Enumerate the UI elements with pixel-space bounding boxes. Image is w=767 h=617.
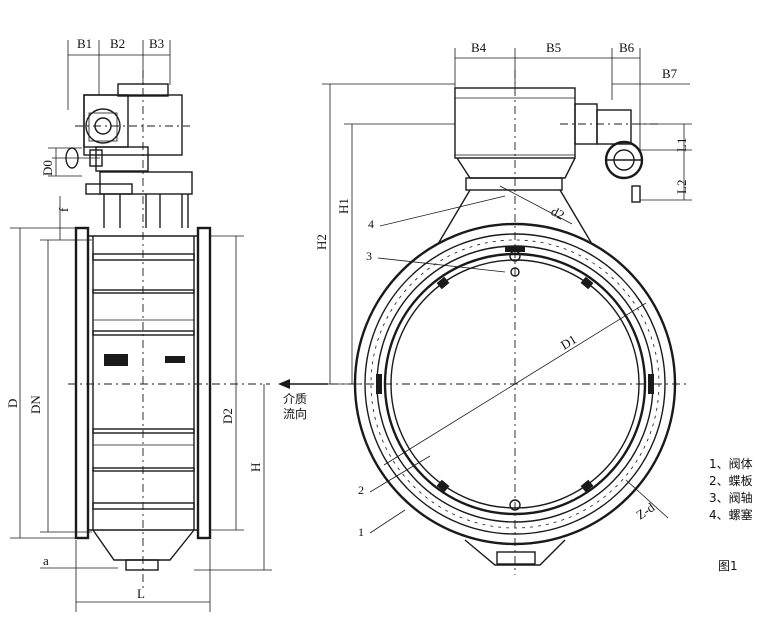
dim-label-l2: L2 [674, 180, 689, 194]
side-view [10, 40, 328, 612]
parts-legend: 1、阀体 2、蝶板 3、阀轴 4、螺塞 [709, 456, 753, 524]
dim-label-a: a [43, 553, 49, 568]
dim-label-z-d: Z-d [633, 499, 657, 522]
dim-label-d2: D2 [220, 408, 235, 424]
dim-label-h: H [248, 463, 263, 472]
dim-label-d: D [5, 399, 20, 408]
figure-caption: 图1 [718, 559, 738, 573]
callout-4: 4 [368, 217, 374, 231]
legend-item: 1、阀体 [709, 457, 753, 471]
front-view [322, 48, 692, 575]
dim-label-b4: B4 [471, 40, 487, 55]
dim-label-b6: B6 [619, 40, 635, 55]
dim-label-d2-small: d2 [549, 203, 568, 222]
dim-label-b1: B1 [77, 36, 92, 51]
dim-label-b7: B7 [662, 66, 678, 81]
dim-label-l1: L1 [674, 138, 689, 152]
dim-label-f: f [56, 207, 71, 212]
dim-label-d1: D1 [558, 332, 579, 353]
callout-3: 3 [366, 249, 372, 263]
dim-label-dn: DN [28, 395, 43, 414]
flow-label-line1: 介质 [283, 392, 307, 406]
dim-label-h1: H1 [336, 198, 351, 214]
legend-item: 2、蝶板 [709, 474, 753, 488]
callout-2: 2 [358, 483, 364, 497]
legend-item: 4、螺塞 [709, 508, 753, 522]
callout-1: 1 [358, 525, 364, 539]
dim-label-b3: B3 [149, 36, 164, 51]
dim-label-d0: D0 [40, 160, 55, 176]
legend-item: 3、阀轴 [709, 491, 753, 505]
flow-label-line2: 流向 [283, 406, 307, 421]
dim-label-b5: B5 [546, 40, 561, 55]
dim-label-h2: H2 [314, 234, 329, 250]
dim-label-l: L [137, 586, 145, 601]
dim-label-b2: B2 [110, 36, 125, 51]
